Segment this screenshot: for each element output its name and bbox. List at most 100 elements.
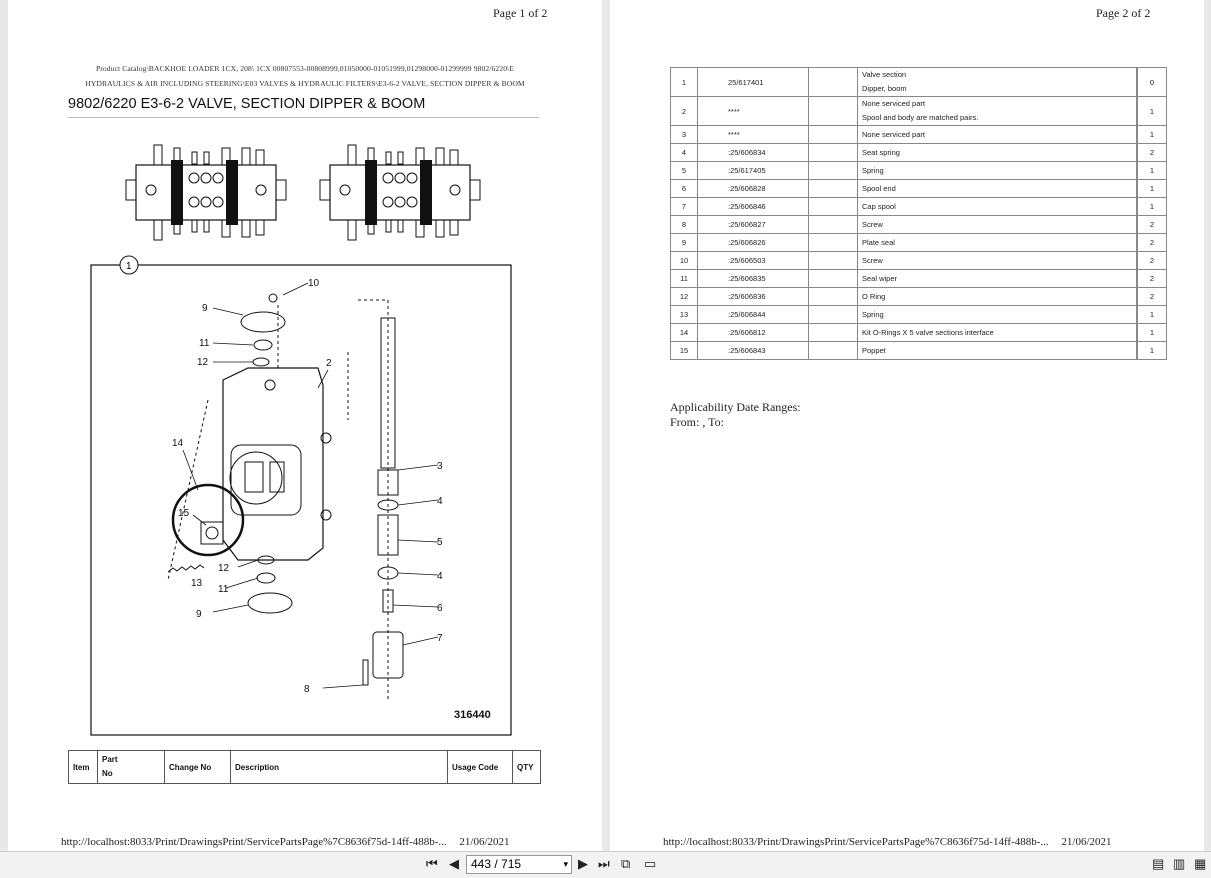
cell-qty: 1 — [1137, 96, 1167, 126]
description-line: O Ring — [862, 291, 886, 301]
cell-change-no — [808, 197, 858, 216]
page-footer: http://localhost:8033/Print/DrawingsPrin… — [61, 836, 510, 848]
callout-5: 5 — [437, 537, 443, 548]
cell-change-no — [808, 143, 858, 162]
chevron-down-icon[interactable]: ▾ — [563, 859, 568, 869]
page-copy-icon[interactable]: ⧉ — [621, 856, 631, 871]
callout-1: 1 — [126, 261, 132, 272]
cell-qty: 0 — [1137, 67, 1167, 97]
page-title: 9802/6220 E3-6-2 VALVE, SECTION DIPPER &… — [68, 96, 426, 112]
cell-change-no — [808, 161, 858, 180]
description-line: Plate seal — [862, 237, 895, 247]
cell-item: 7 — [670, 197, 698, 216]
cell-qty: 1 — [1137, 197, 1167, 216]
table-row: 15:25/606843 Poppet 1 — [670, 341, 1167, 360]
cell-part-no: :25/606836 — [697, 287, 809, 306]
callout-10: 10 — [308, 278, 320, 289]
callout-7: 7 — [437, 633, 443, 644]
continuous-view-icon[interactable]: ▦ — [1194, 856, 1207, 871]
prev-page-icon[interactable]: ◀ — [449, 856, 459, 871]
cell-qty: 2 — [1137, 251, 1167, 270]
callout-12b: 12 — [218, 563, 230, 574]
last-page-icon[interactable]: ⏭ — [598, 856, 610, 871]
description-line: Spring — [862, 309, 884, 319]
cell-description: Kit O-Rings X 5 valve sections interface — [857, 323, 1137, 342]
callout-6: 6 — [437, 603, 443, 614]
cell-description: Seat spring — [857, 143, 1137, 162]
page-footer: http://localhost:8033/Print/DrawingsPrin… — [663, 836, 1112, 848]
cell-item: 15 — [670, 341, 698, 360]
cell-change-no — [808, 215, 858, 234]
description-line: Spool and body are matched pairs. — [862, 113, 979, 122]
two-page-view-icon[interactable]: ▥ — [1173, 856, 1186, 871]
description-line: Dipper, boom — [862, 84, 907, 93]
callout-15: 15 — [178, 508, 190, 519]
cell-item: 2 — [670, 96, 698, 126]
header-usage-code: Usage Code — [447, 750, 513, 784]
cell-change-no — [808, 269, 858, 288]
cell-part-no: :25/606843 — [697, 341, 809, 360]
header-change-no: Change No — [164, 750, 231, 784]
cell-item: 4 — [670, 143, 698, 162]
description-line: Kit O-Rings X 5 valve sections interface — [862, 327, 994, 337]
cell-qty: 1 — [1137, 179, 1167, 198]
footer-url: http://localhost:8033/Print/DrawingsPrin… — [61, 836, 447, 848]
description-line: Screw — [862, 255, 883, 265]
cell-item: 14 — [670, 323, 698, 342]
cell-change-no — [808, 287, 858, 306]
cell-description: None serviced part — [857, 125, 1137, 144]
description-line: Valve section — [862, 70, 907, 79]
description-line: None serviced part — [862, 99, 925, 108]
description-line: None serviced part — [862, 129, 925, 139]
valve-bank-illustration-left — [125, 144, 287, 241]
cell-item: 5 — [670, 161, 698, 180]
cell-description: Screw — [857, 251, 1137, 270]
single-page-view-icon[interactable]: ▤ — [1152, 856, 1165, 871]
description-line: Poppet — [862, 345, 886, 355]
cell-change-no — [808, 341, 858, 360]
catalog-path-line-2: HYDRAULICS & AIR INCLUDING STEERING\E03 … — [85, 79, 525, 88]
applicability-range: From: , To: — [670, 415, 724, 429]
cell-item: 8 — [670, 215, 698, 234]
footer-url: http://localhost:8033/Print/DrawingsPrin… — [663, 836, 1049, 848]
cell-item: 12 — [670, 287, 698, 306]
description-line: Seal wiper — [862, 273, 898, 283]
next-page-icon[interactable]: ▶ — [578, 856, 588, 871]
pdf-viewer-toolbar: ⏮ ◀ 443 / 715 ▾ ▶ ⏭ ⧉ ▭ ▤ ▥ ▦ — [0, 851, 1211, 878]
cell-item: 11 — [670, 269, 698, 288]
cell-description: Spring — [857, 161, 1137, 180]
page-layout-icon[interactable]: ▭ — [644, 856, 657, 871]
callout-4b: 4 — [437, 571, 443, 582]
cell-qty: 1 — [1137, 125, 1167, 144]
callout-9a: 9 — [202, 303, 208, 314]
callout-11a: 11 — [199, 338, 210, 349]
cell-qty: 2 — [1137, 269, 1167, 288]
callout-12a: 12 — [197, 357, 209, 368]
applicability-info: Applicability Date Ranges: From: , To: — [670, 400, 801, 430]
cell-change-no — [808, 179, 858, 198]
cell-part-no: :25/606827 — [697, 215, 809, 234]
figure-number: 316440 — [454, 709, 491, 721]
cell-qty: 1 — [1137, 341, 1167, 360]
description-line: Cap spool — [862, 201, 896, 211]
cell-item: 13 — [670, 305, 698, 324]
cell-description: Cap spool — [857, 197, 1137, 216]
first-page-icon[interactable]: ⏮ — [426, 856, 438, 871]
page-number-input[interactable]: 443 / 715 ▾ — [466, 855, 572, 874]
cell-item: 9 — [670, 233, 698, 252]
valve-bank-illustration-right — [319, 144, 481, 241]
cell-change-no — [808, 233, 858, 252]
cell-description: Screw — [857, 215, 1137, 234]
